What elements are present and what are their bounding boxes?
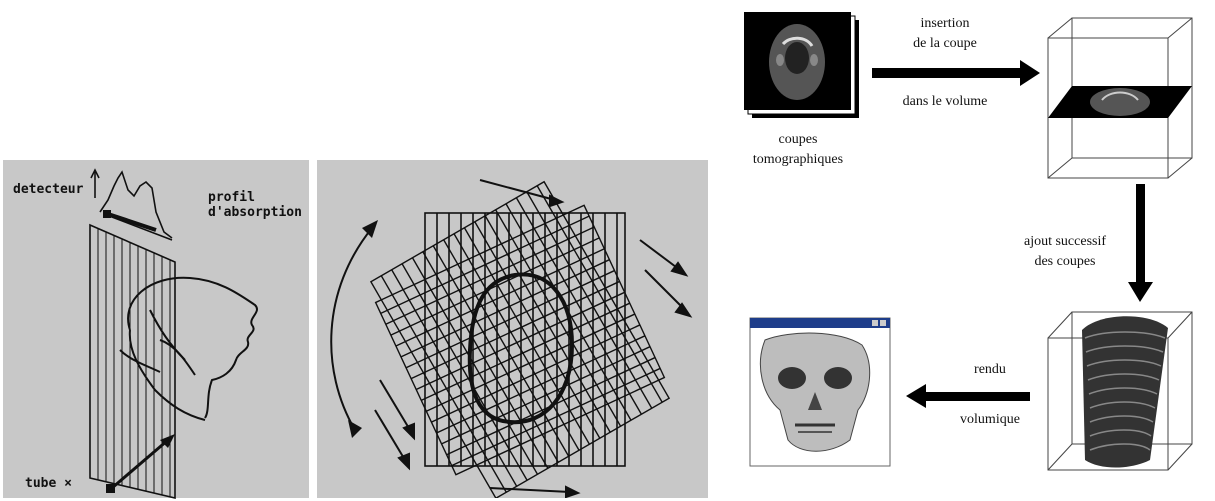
insertion-arrow [872, 60, 1040, 86]
add-slices-arrow [1128, 184, 1153, 302]
insertion-label-top: insertion de la coupe [885, 14, 1005, 54]
ct-slices-stack [744, 12, 859, 118]
insertion-label-bottom: dans le volume [885, 92, 1005, 112]
render-label-top: rendu [935, 360, 1045, 380]
render-arrow [906, 384, 1030, 408]
stacked-slices-volume [1082, 316, 1168, 467]
rendered-skull-window [750, 318, 890, 466]
render-label-bottom: volumique [935, 410, 1045, 430]
tomographic-slices-label: coupes tomographiques [738, 130, 858, 170]
add-slices-label: ajout successif des coupes [1005, 232, 1125, 272]
